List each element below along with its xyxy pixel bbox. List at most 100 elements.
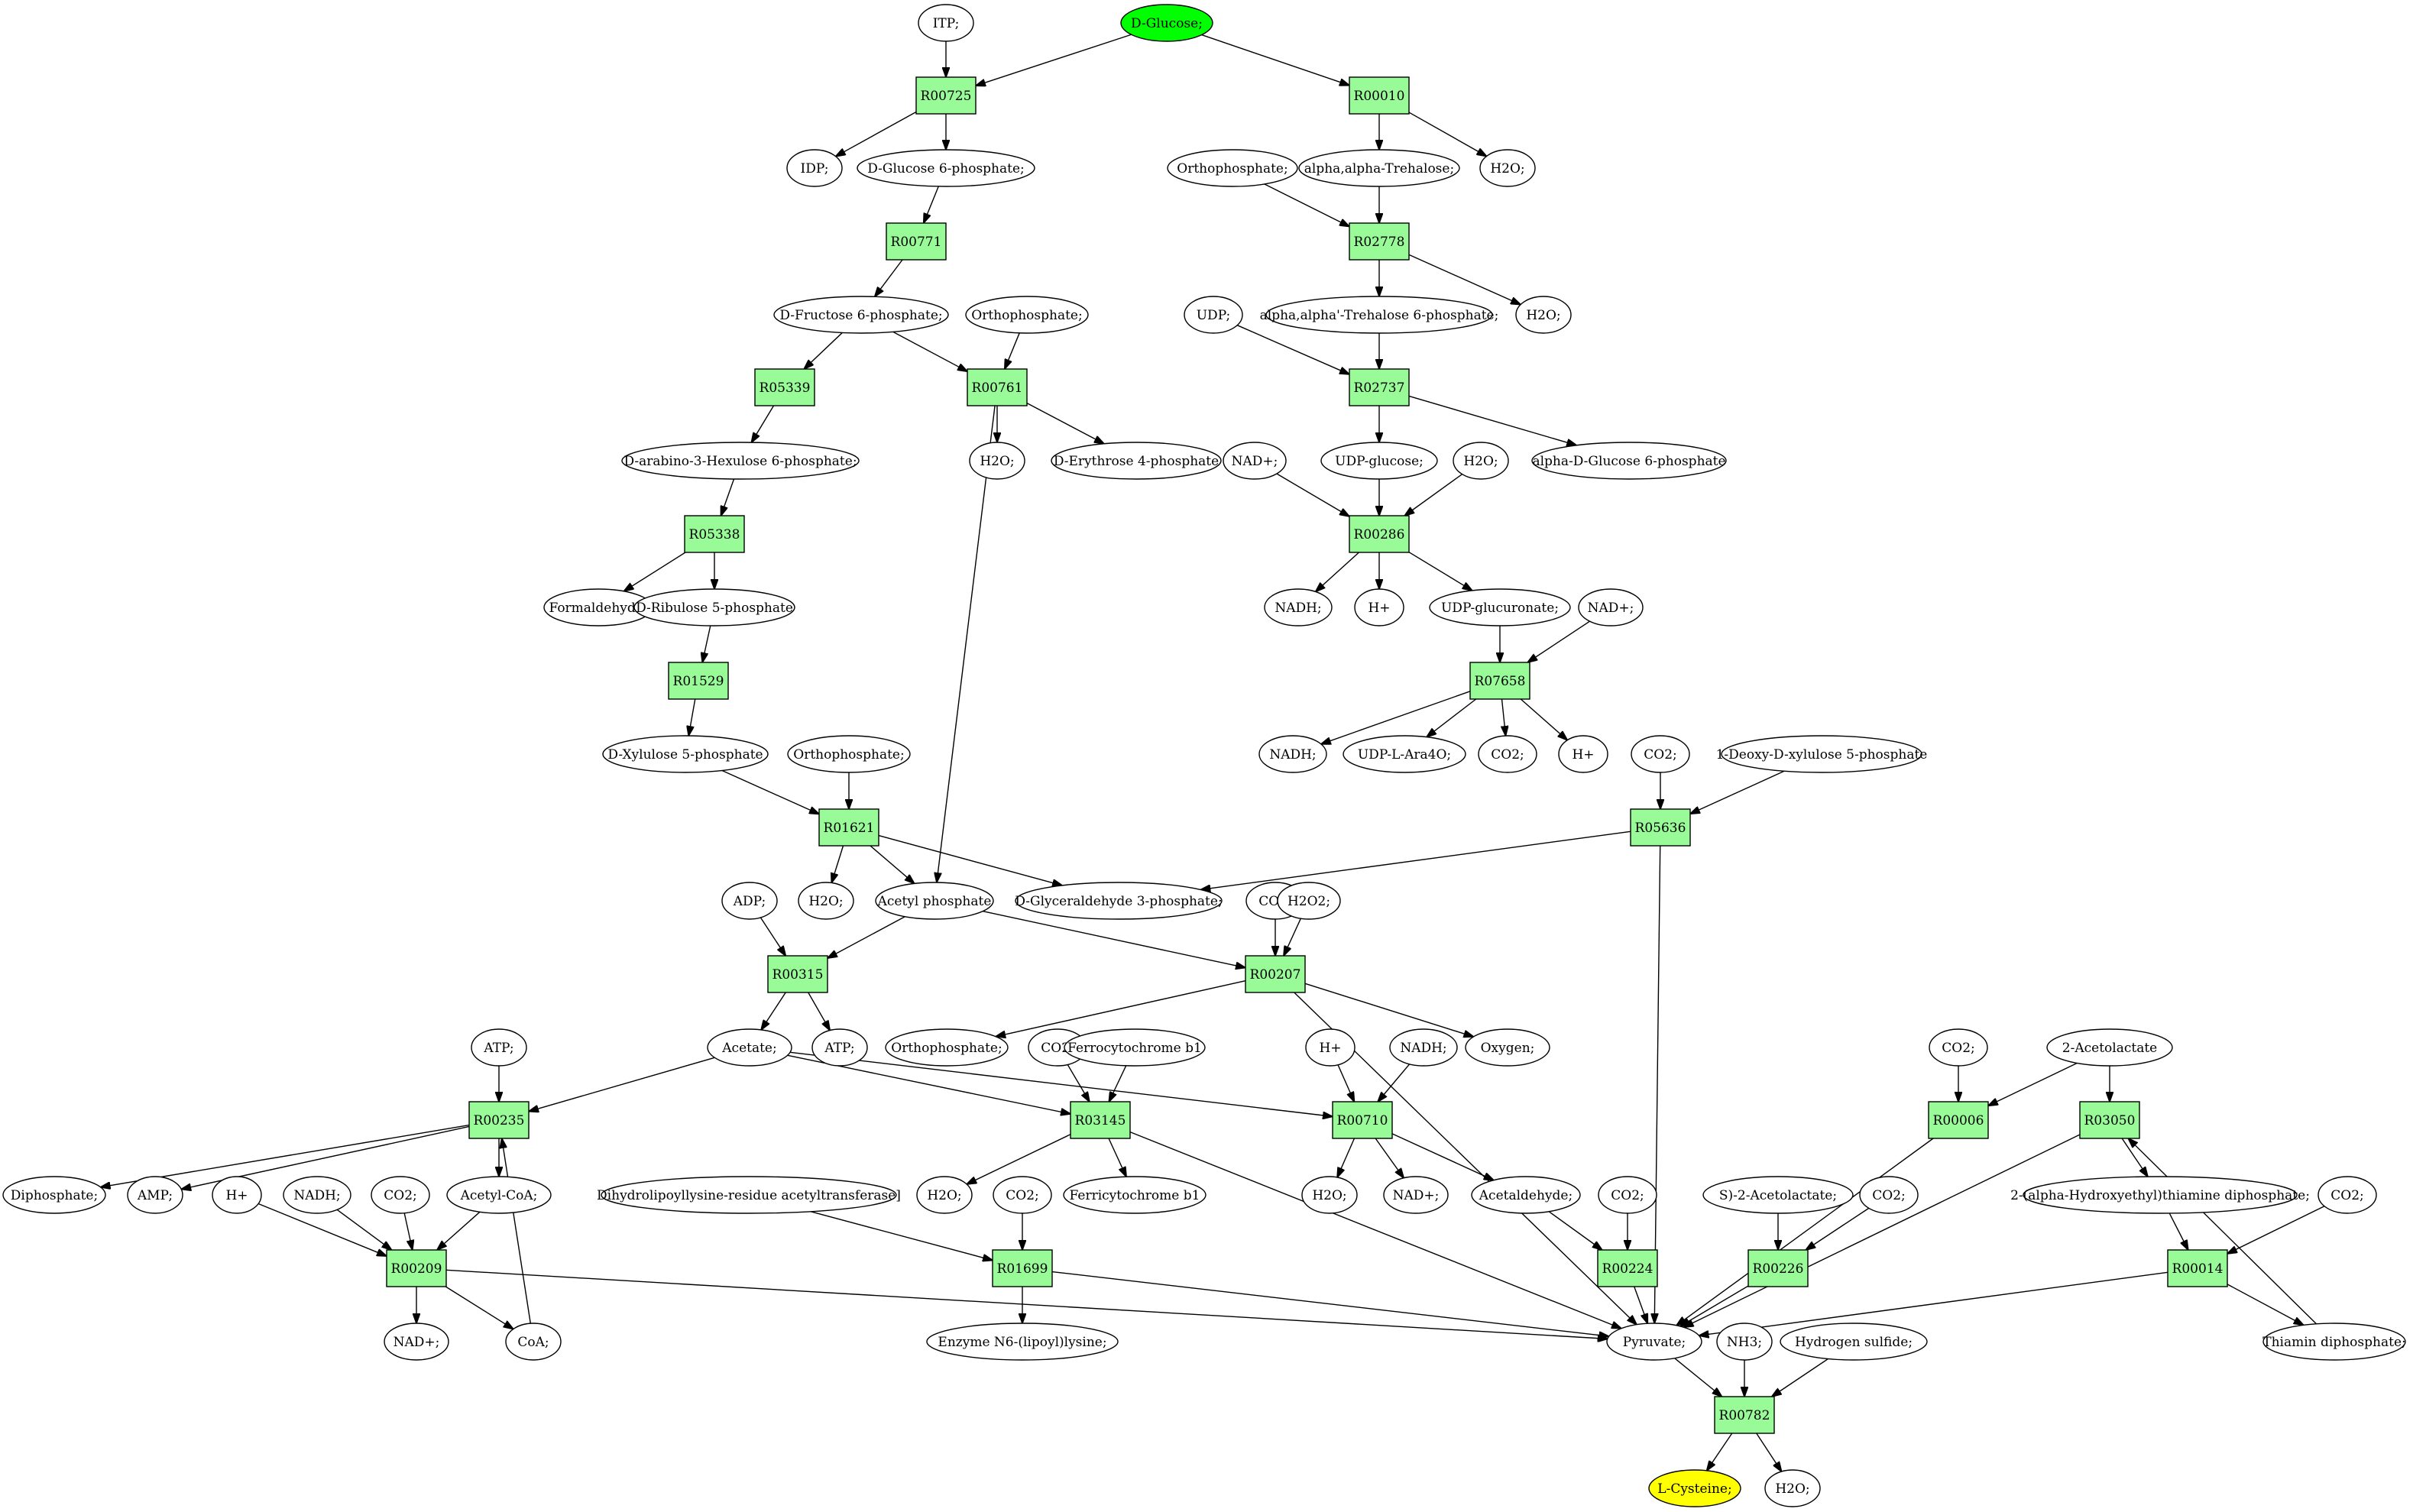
edge-r01621-to-ga3p xyxy=(878,834,1062,886)
node-label: R00782 xyxy=(1719,1408,1770,1423)
metabolite-node-co2_r00226: CO2; xyxy=(1859,1176,1919,1214)
edge-r03050-to-pyruvate xyxy=(1684,1134,2081,1327)
reaction-box xyxy=(1245,955,1306,993)
metabolite-node-g6p: D-Glucose 6-phosphate; xyxy=(857,149,1035,187)
edge-nad_r07658-to-r07658 xyxy=(1527,620,1590,662)
reaction-box xyxy=(1070,1101,1131,1139)
metabolite-node-acetolactate2: 2-Acetolactate xyxy=(2046,1028,2173,1067)
node-label: NAD+; xyxy=(1232,454,1278,469)
metabolite-ellipse xyxy=(505,1323,562,1361)
reaction-box xyxy=(2167,1249,2228,1287)
node-label: alpha,alpha-Trehalose; xyxy=(1304,161,1454,176)
reaction-node-r02778: R02778 xyxy=(1349,222,1410,261)
edge-hydroxyethyltpp-to-r00014 xyxy=(2169,1213,2188,1250)
metabolite-node-nad_r00710: NAD+; xyxy=(1383,1176,1449,1214)
edge-hplus_r00209-to-r00209 xyxy=(257,1203,387,1256)
node-label: R02778 xyxy=(1354,235,1405,250)
reaction-node-r00226: R00226 xyxy=(1747,1249,1809,1287)
metabolite-ellipse xyxy=(1453,442,1509,480)
metabolite-ellipse xyxy=(1578,588,1644,626)
reaction-box xyxy=(386,1249,447,1287)
metabolite-node-nadh_r07658: NADH; xyxy=(1258,735,1327,773)
edge-r03145-to-pyruvate xyxy=(1129,1131,1621,1329)
edge-r01621-to-acetylphosphate xyxy=(870,845,915,883)
reaction-node-r07658: R07658 xyxy=(1469,662,1530,700)
node-label: R05338 xyxy=(689,527,740,542)
reaction-node-r00782: R00782 xyxy=(1714,1396,1775,1434)
node-label: AMP; xyxy=(137,1188,173,1203)
metabolite-ellipse xyxy=(2,1176,106,1214)
edge-r00710-to-h2o_r00710 xyxy=(1337,1138,1356,1177)
edge-orthophosphate1-to-r02778 xyxy=(1264,183,1349,227)
edge-r07658-to-udplara4o xyxy=(1427,698,1477,737)
edge-dglucose-to-r00725 xyxy=(976,34,1132,86)
metabolite-node-nad_r00286: NAD+; xyxy=(1223,442,1287,480)
metabolite-node-h2o_r03145: H2O; xyxy=(916,1176,973,1214)
node-label: UDP-L-Ara4O; xyxy=(1358,747,1451,762)
metabolite-ellipse xyxy=(1929,1028,1988,1067)
edge-r00315-to-atp_r00315 xyxy=(808,992,830,1031)
edge-co2_r03145-to-r03145 xyxy=(1067,1064,1090,1102)
metabolite-node-nad_r07658: NAD+; xyxy=(1578,588,1644,626)
metabolite-node-orthophosphate4: Orthophosphate; xyxy=(885,1028,1009,1067)
node-label: ITP; xyxy=(933,16,960,31)
node-label: UDP-glucuronate; xyxy=(1441,601,1559,616)
edge-r07658-to-nadh_r07658 xyxy=(1321,691,1471,744)
reaction-node-r00010: R00010 xyxy=(1349,76,1410,115)
edge-r01699-to-pyruvate xyxy=(1051,1271,1609,1337)
edge-r05338-to-formaldehyde xyxy=(624,552,686,591)
metabolite-ellipse xyxy=(786,149,843,187)
metabolite-node-deoxyxylulose5p: 1-Deoxy-D-xylulose 5-phosphate xyxy=(1716,735,1927,773)
reaction-box xyxy=(1349,515,1410,553)
reaction-box xyxy=(1349,368,1410,406)
metabolite-ellipse xyxy=(1478,735,1537,773)
edge-r00286-to-udpglucuronate xyxy=(1408,552,1472,591)
metabolite-node-udpglucose: UDP-glucose; xyxy=(1320,442,1438,480)
node-label: R01621 xyxy=(824,821,875,836)
metabolite-node-h2o2: H2O2; xyxy=(1277,882,1341,920)
metabolite-ellipse xyxy=(621,442,860,480)
metabolite-node-hexulose6p: D-arabino-3-Hexulose 6-phosphate; xyxy=(621,442,860,480)
edge-r05339-to-hexulose6p xyxy=(751,405,775,442)
node-label: R00710 xyxy=(1337,1113,1388,1128)
edge-acetolactate2-to-r00006 xyxy=(1988,1062,2078,1106)
metabolite-node-co2_r00006: CO2; xyxy=(1929,1028,1988,1067)
metabolite-ellipse xyxy=(857,149,1035,187)
metabolite-ellipse xyxy=(1063,1176,1207,1214)
node-label: R00761 xyxy=(972,380,1023,396)
edge-pyruvate-to-r00782 xyxy=(1674,1358,1722,1397)
reaction-box xyxy=(668,662,729,700)
edge-h2s-to-r00782 xyxy=(1772,1358,1828,1397)
edge-co2_r00226-to-r00226 xyxy=(1806,1207,1870,1250)
edge-r07658-to-hplus_r07658 xyxy=(1520,698,1567,740)
node-label: UDP-glucose; xyxy=(1335,454,1424,469)
edge-acetate-to-r00235 xyxy=(529,1057,715,1111)
metabolite-ellipse xyxy=(1716,1323,1773,1361)
node-label: R00209 xyxy=(391,1261,442,1277)
node-label: ADP; xyxy=(733,894,766,909)
node-label: H+ xyxy=(1319,1041,1341,1056)
metabolite-node-hplus_r07658: H+ xyxy=(1558,735,1608,773)
node-label: R03050 xyxy=(2084,1113,2136,1128)
node-label: NAD+; xyxy=(394,1335,440,1350)
metabolite-node-trehalose: alpha,alpha-Trehalose; xyxy=(1298,149,1460,187)
node-label: CO2; xyxy=(1942,1041,1975,1056)
node-label: D-Xylulose 5-phosphate xyxy=(607,747,763,762)
node-label: H+ xyxy=(1368,601,1390,616)
node-label: UDP; xyxy=(1197,308,1231,323)
metabolite-node-co2_r00014: CO2; xyxy=(2317,1176,2377,1214)
reaction-node-r00235: R00235 xyxy=(468,1101,530,1139)
metabolite-node-orthophosphate1: Orthophosphate; xyxy=(1167,149,1298,187)
node-label: 2-Acetolactate xyxy=(2062,1041,2157,1056)
metabolite-node-nadh_r00710: NADH; xyxy=(1389,1028,1458,1067)
node-label: H2O; xyxy=(1490,161,1524,176)
metabolite-node-coa: CoA; xyxy=(505,1323,562,1361)
node-label: D-Fructose 6-phosphate; xyxy=(779,308,942,323)
node-label: CO2; xyxy=(1644,747,1677,762)
node-label: R00315 xyxy=(772,967,824,983)
node-label: R05339 xyxy=(760,380,811,396)
edge-dglucose-to-r00010 xyxy=(1201,34,1349,86)
metabolite-ellipse xyxy=(875,882,994,920)
metabolite-node-h2s: Hydrogen sulfide; xyxy=(1780,1323,1928,1361)
